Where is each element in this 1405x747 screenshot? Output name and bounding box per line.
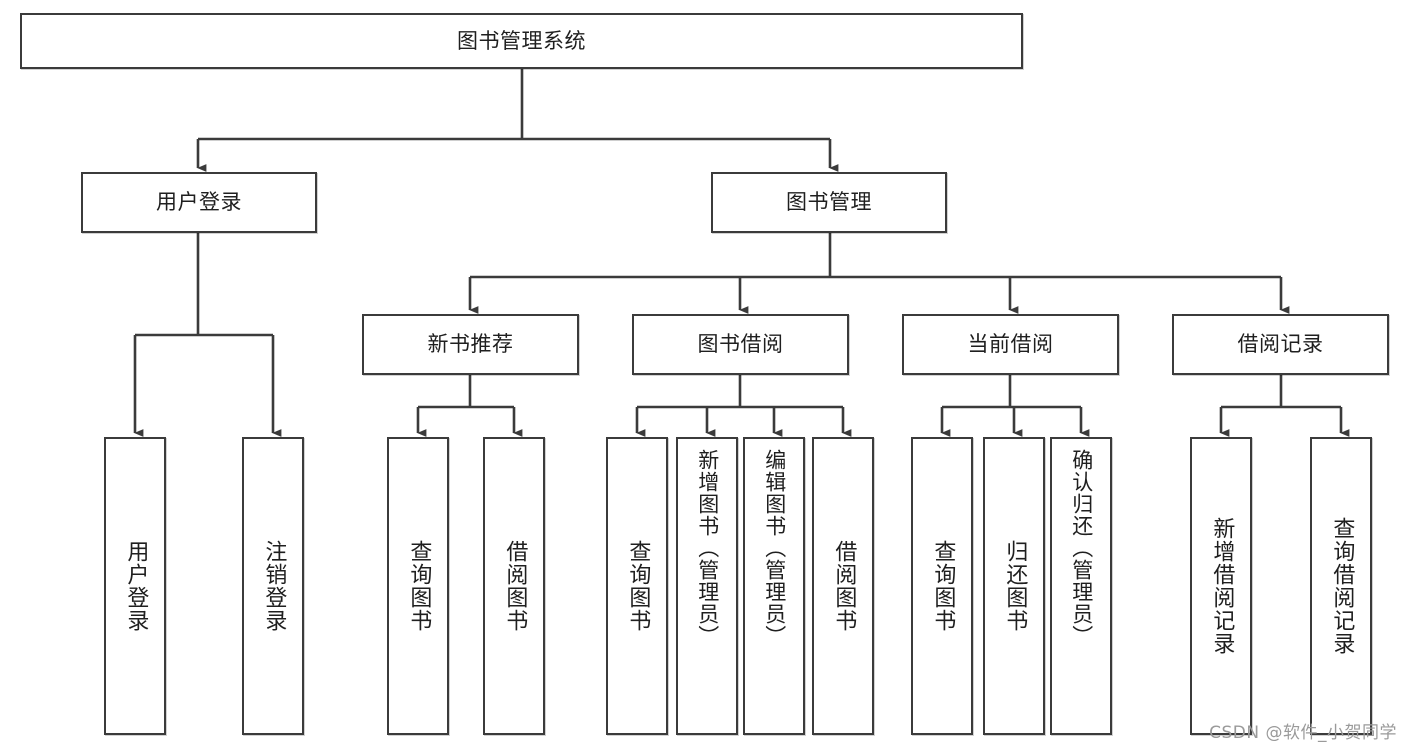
leaf-edit-book-admin-label: 编辑图书（管理员） bbox=[762, 449, 787, 647]
leaf-borrow-book-recommend[interactable]: 借阅图书 bbox=[483, 437, 545, 735]
leaf-return-book[interactable]: 归还图书 bbox=[983, 437, 1045, 735]
node-book-manage-label: 图书管理 bbox=[786, 190, 872, 215]
node-new-book-recommend[interactable]: 新书推荐 bbox=[362, 314, 579, 375]
leaf-add-borrow-record[interactable]: 新增借阅记录 bbox=[1190, 437, 1252, 735]
leaf-query-book-recommend[interactable]: 查询图书 bbox=[387, 437, 449, 735]
leaf-user-login-label: 用户登录 bbox=[123, 540, 149, 632]
leaf-user-logout-label: 注销登录 bbox=[261, 540, 287, 632]
leaf-borrow-book-borrow[interactable]: 借阅图书 bbox=[812, 437, 874, 735]
node-current-borrow[interactable]: 当前借阅 bbox=[902, 314, 1119, 375]
node-book-borrow-label: 图书借阅 bbox=[697, 332, 784, 357]
leaf-add-book-admin-label: 新增图书（管理员） bbox=[695, 449, 720, 647]
leaf-query-book-borrow-label: 查询图书 bbox=[625, 540, 651, 632]
leaf-query-book-borrow[interactable]: 查询图书 bbox=[606, 437, 668, 735]
leaf-query-borrow-record-label: 查询借阅记录 bbox=[1329, 517, 1355, 655]
node-current-borrow-label: 当前借阅 bbox=[967, 332, 1054, 357]
csdn-watermark: CSDN @软件_小贺同学 bbox=[1209, 723, 1397, 743]
leaf-query-book-current[interactable]: 查询图书 bbox=[911, 437, 973, 735]
leaf-add-book-admin[interactable]: 新增图书（管理员） bbox=[676, 437, 738, 735]
leaf-query-borrow-record[interactable]: 查询借阅记录 bbox=[1310, 437, 1372, 735]
node-user-login[interactable]: 用户登录 bbox=[81, 172, 317, 233]
node-root-system[interactable]: 图书管理系统 bbox=[20, 13, 1023, 69]
node-user-login-label: 用户登录 bbox=[156, 190, 242, 215]
leaf-user-logout[interactable]: 注销登录 bbox=[242, 437, 304, 735]
node-root-system-label: 图书管理系统 bbox=[457, 28, 586, 53]
node-book-borrow[interactable]: 图书借阅 bbox=[632, 314, 849, 375]
leaf-confirm-return-admin[interactable]: 确认归还（管理员） bbox=[1050, 437, 1112, 735]
leaf-borrow-book-recommend-label: 借阅图书 bbox=[502, 540, 528, 632]
node-book-manage[interactable]: 图书管理 bbox=[711, 172, 947, 233]
node-borrow-record-label: 借阅记录 bbox=[1237, 332, 1324, 357]
leaf-borrow-book-borrow-label: 借阅图书 bbox=[831, 540, 857, 632]
leaf-return-book-label: 归还图书 bbox=[1002, 540, 1028, 632]
leaf-add-borrow-record-label: 新增借阅记录 bbox=[1209, 517, 1235, 655]
leaf-query-book-recommend-label: 查询图书 bbox=[406, 540, 432, 632]
leaf-user-login[interactable]: 用户登录 bbox=[104, 437, 166, 735]
leaf-query-book-current-label: 查询图书 bbox=[930, 540, 956, 632]
node-borrow-record[interactable]: 借阅记录 bbox=[1172, 314, 1389, 375]
leaf-confirm-return-admin-label: 确认归还（管理员） bbox=[1069, 449, 1094, 647]
leaf-edit-book-admin[interactable]: 编辑图书（管理员） bbox=[743, 437, 805, 735]
node-new-book-recommend-label: 新书推荐 bbox=[427, 332, 514, 357]
